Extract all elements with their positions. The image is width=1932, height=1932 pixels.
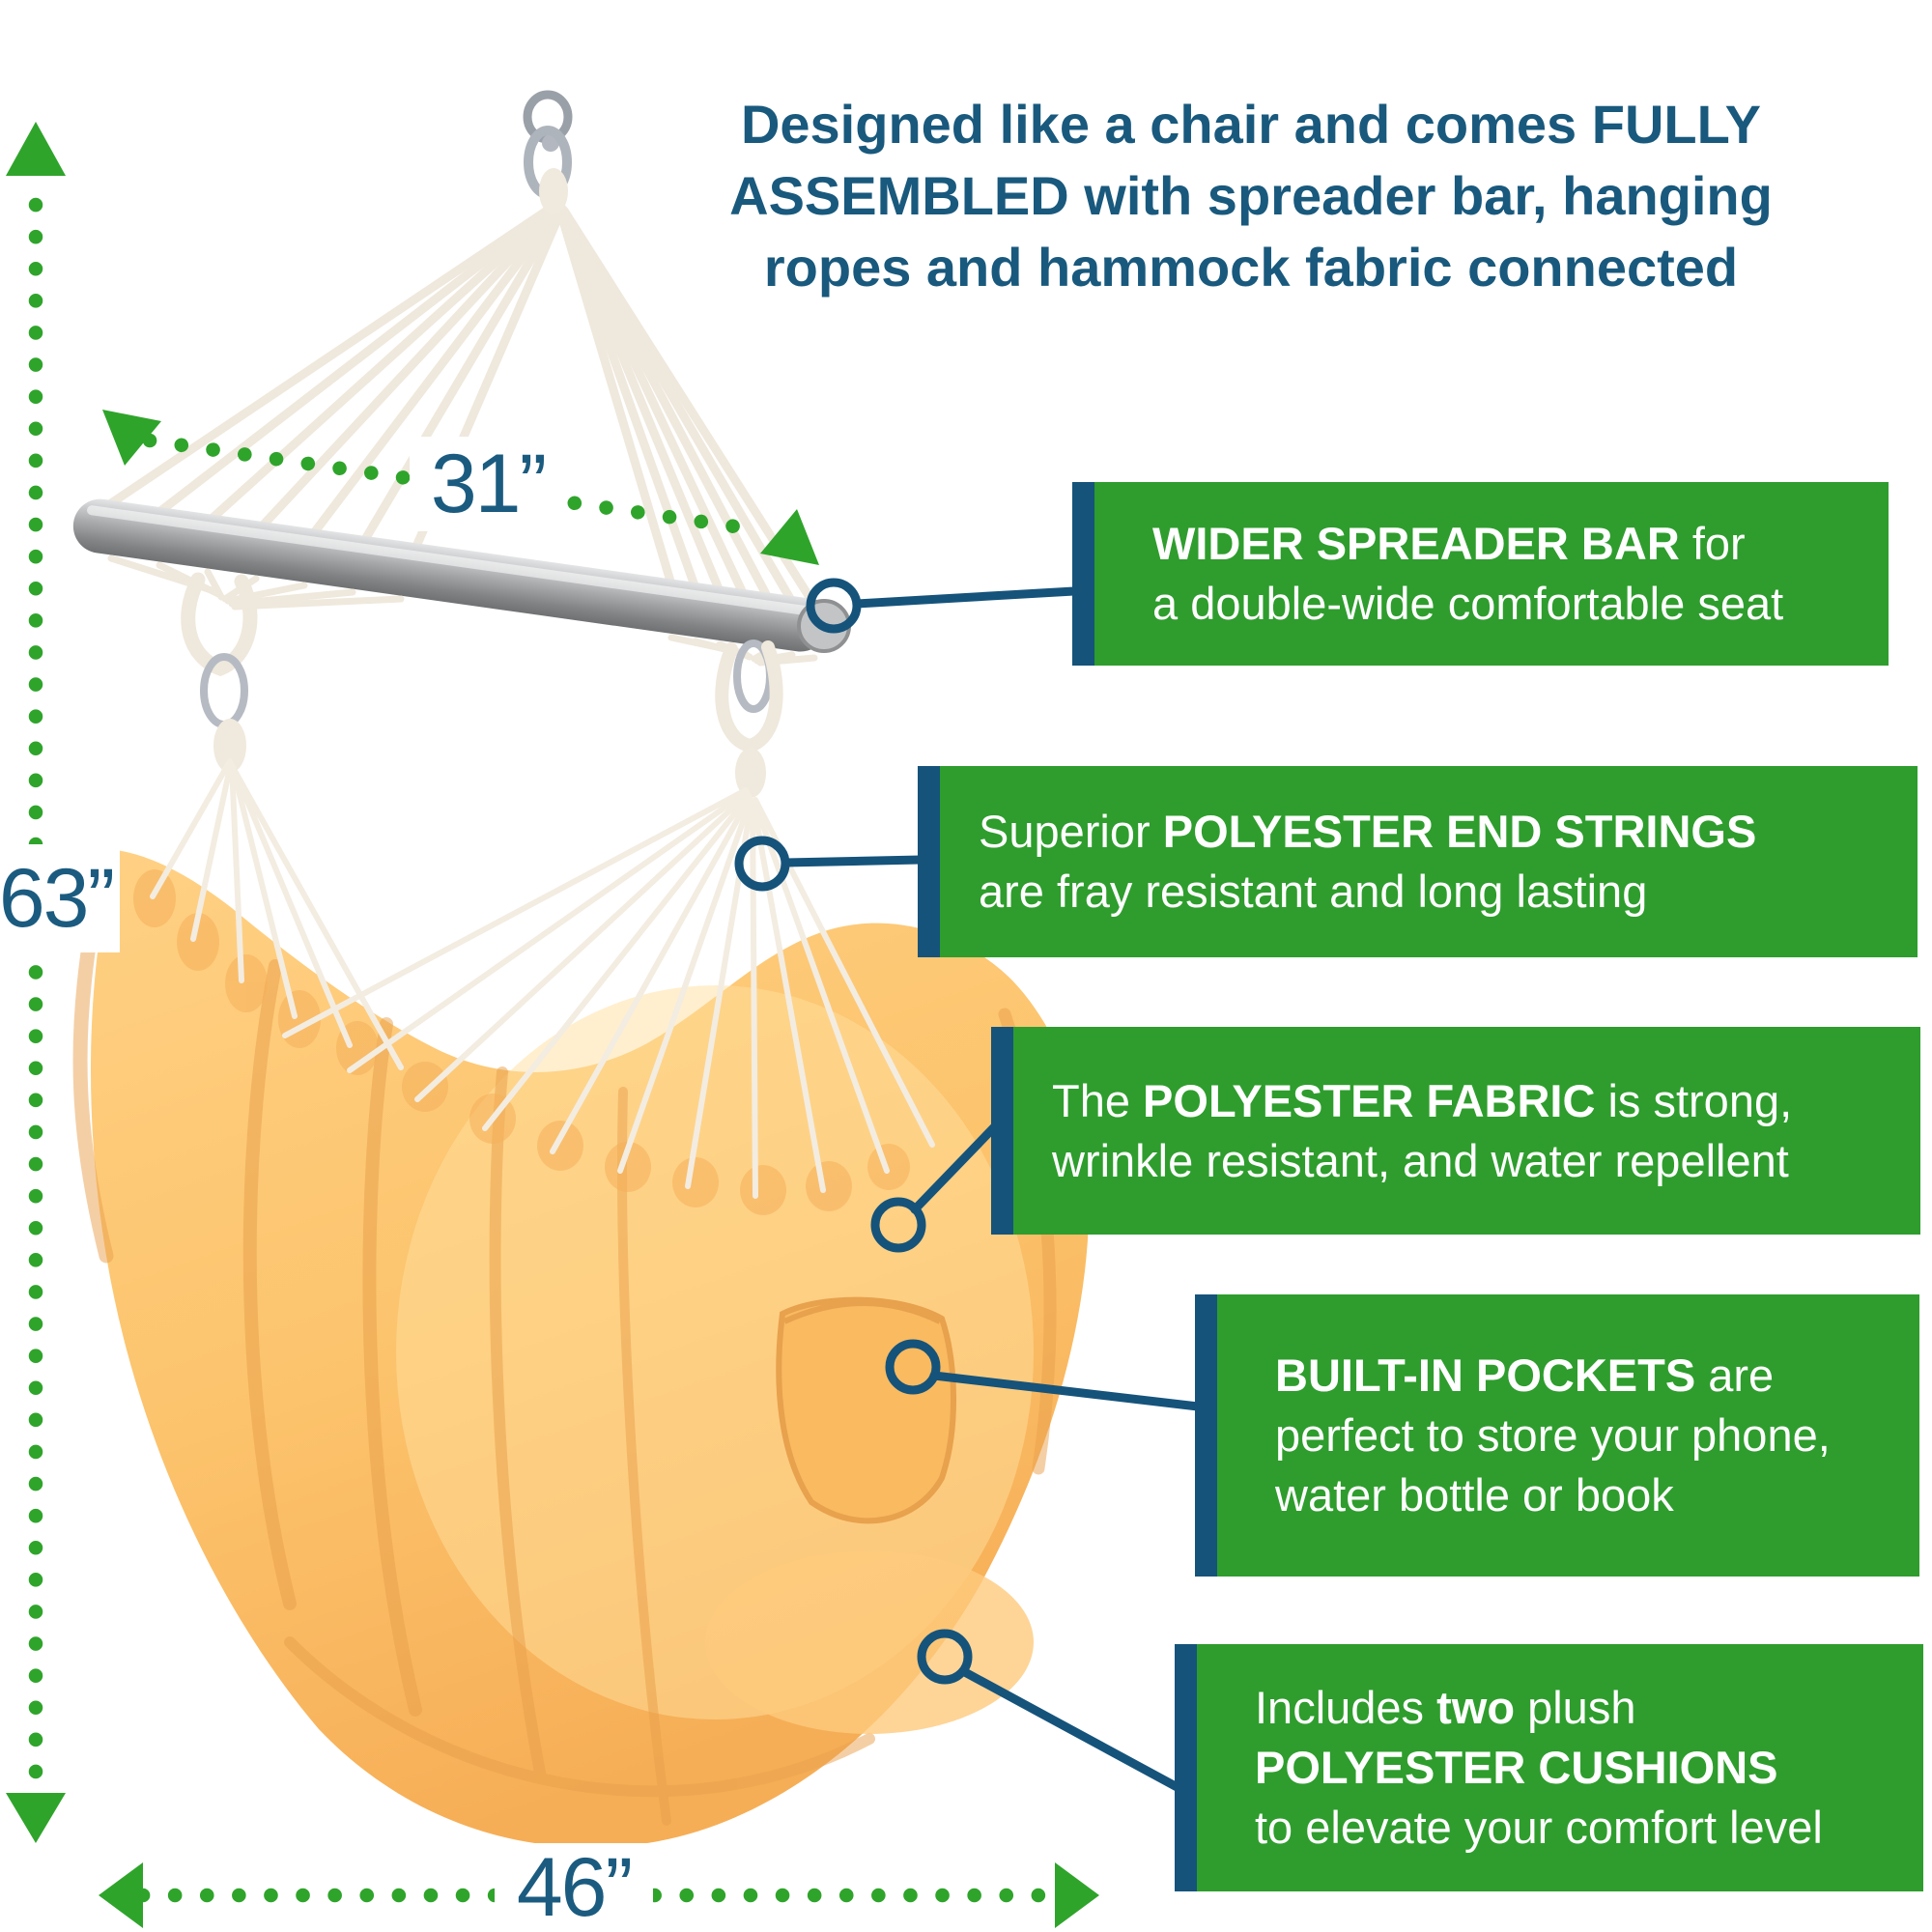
callout-marker-end-strings	[734, 836, 790, 892]
callout-line: are fray resistant and long lasting	[979, 866, 1648, 917]
fabric-ruffles	[133, 869, 910, 1215]
callout-line: Includes two plush	[1255, 1682, 1636, 1733]
callout-polyester-end-strings: Superior POLYESTER END STRINGS are fray r…	[918, 766, 1918, 957]
callout-connectors	[734, 578, 1203, 1795]
callout-text: WIDER SPREADER BAR for a double-wide comf…	[1094, 482, 1889, 666]
hanging-height-label: 63”	[0, 844, 120, 952]
callout-line: The POLYESTER FABRIC is strong,	[1052, 1074, 1793, 1126]
page-title-line1: Designed like a chair and comes FULLY	[740, 94, 1762, 155]
hanging-hook-icon	[523, 90, 573, 214]
page-title-line3: ropes and hammock fabric connected	[763, 237, 1739, 298]
dimension-arrow-left-icon	[99, 1862, 143, 1928]
spreader-bar	[72, 498, 851, 653]
callout-line: BUILT-IN POCKETS are	[1275, 1350, 1775, 1401]
callout-accent-bar	[918, 766, 940, 957]
end-string-loop-left	[107, 554, 405, 773]
callout-line: water bottle or book	[1275, 1469, 1674, 1520]
end-strings-left	[150, 758, 404, 1070]
callout-line: to elevate your comfort level	[1255, 1802, 1823, 1853]
callout-line: a double-wide comfortable seat	[1152, 578, 1784, 629]
page-title-line2: ASSEMBLED with spreader bar, hanging	[729, 165, 1773, 226]
cushion	[705, 1550, 1034, 1734]
callout-marker-pockets	[885, 1339, 941, 1395]
callout-line: Superior POLYESTER END STRINGS	[979, 806, 1757, 857]
callout-accent-bar	[991, 1027, 1013, 1235]
callout-text: Superior POLYESTER END STRINGS are fray r…	[940, 766, 1918, 957]
callout-line: POLYESTER CUSHIONS	[1255, 1742, 1778, 1793]
callout-marker-fabric	[870, 1197, 926, 1253]
callout-built-in-pockets: BUILT-IN POCKETS are perfect to store you…	[1195, 1294, 1919, 1577]
callout-line: perfect to store your phone,	[1275, 1409, 1831, 1461]
spreader-bar-width-label: 31”	[410, 437, 566, 531]
bar-width-dotted-line-b	[535, 491, 769, 538]
dimension-arrow-up-icon	[6, 122, 66, 176]
seat-width-label: 46”	[495, 1841, 653, 1932]
callout-line: WIDER SPREADER BAR for	[1152, 518, 1746, 569]
callout-marker-spreader-bar	[806, 578, 862, 634]
hammock-fabric	[72, 850, 1090, 1848]
end-string-loop-right	[668, 634, 818, 798]
dimension-arrow-down-icon	[6, 1793, 66, 1843]
callout-line: wrinkle resistant, and water repellent	[1052, 1134, 1789, 1186]
callout-accent-bar	[1175, 1644, 1197, 1891]
callout-text: The POLYESTER FABRIC is strong, wrinkle r…	[1013, 1027, 1920, 1235]
callout-wider-spreader-bar: WIDER SPREADER BAR for a double-wide comf…	[1072, 482, 1889, 666]
dimension-arrow-upleft-icon	[102, 410, 161, 466]
callout-marker-cushions	[917, 1629, 973, 1685]
dimension-arrow-right-icon	[1055, 1862, 1099, 1928]
callout-polyester-fabric: The POLYESTER FABRIC is strong, wrinkle r…	[991, 1027, 1920, 1235]
callout-accent-bar	[1072, 482, 1094, 666]
built-in-pocket	[776, 1296, 956, 1524]
dimension-arrow-downright-icon	[760, 509, 819, 565]
callout-accent-bar	[1195, 1294, 1217, 1577]
callout-text: BUILT-IN POCKETS are perfect to store you…	[1217, 1294, 1919, 1577]
page-title: Designed like a chair and comes FULLY AS…	[589, 89, 1913, 303]
